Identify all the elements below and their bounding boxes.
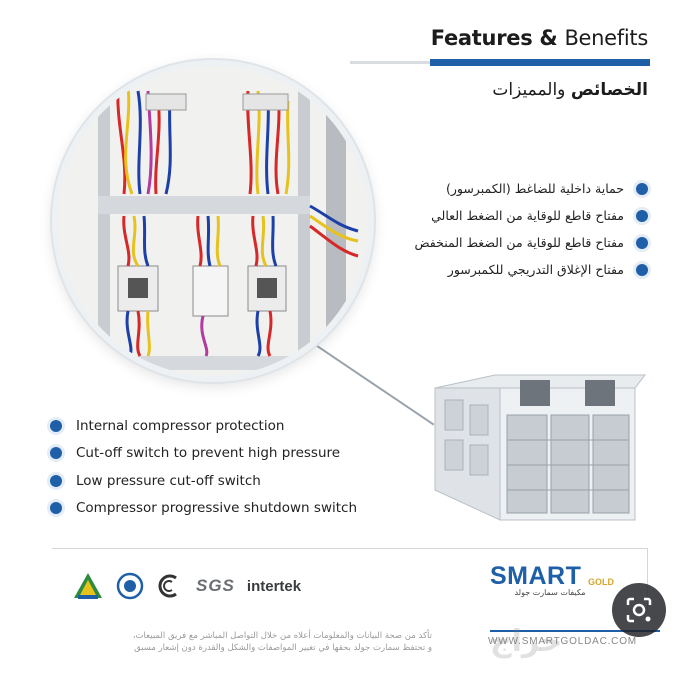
feature-text-en: Cut-off switch to prevent high pressure [76,445,341,462]
watermark-text: حراج [490,624,563,659]
feature-item-ar: حماية داخلية للضاغط (الكمبرسور) [318,175,648,202]
footer-panel [52,548,648,611]
bullet-icon [50,447,62,460]
bullet-icon [636,182,648,195]
title-underline-grey [350,61,430,64]
feature-item-en: Compressor progressive shutdown switch [50,495,380,523]
feature-item-ar: مفتاح قاطع للوقاية من الضغط المنخفض [318,229,648,256]
bullet-icon [50,474,62,487]
saso-icon [74,573,102,599]
intertek-logo: intertek [246,577,302,595]
c-mark-icon [158,574,177,598]
certification-logos: SGS intertek [72,568,313,604]
feature-item-ar: مفتاح قاطع للوقاية من الضغط العالي [318,202,648,229]
lens-icon [626,597,652,623]
title-arabic-bold: الخصائص [570,80,648,100]
tuv-icon [116,572,144,600]
electrical-panel-illustration [58,66,368,376]
feature-item-en: Cut-off switch to prevent high pressure [50,440,380,468]
features-list-arabic: حماية داخلية للضاغط (الكمبرسور) مفتاح قا… [318,175,648,283]
title-arabic: الخصائص والمميزات [492,80,648,100]
title-english: Features & Benefits [430,26,649,50]
feature-text-ar: مفتاح قاطع للوقاية من الضغط العالي [431,208,624,223]
feature-item-ar: مفتاح الإغلاق التدريجي للكمبرسور [318,256,648,283]
brand-name: SMART [490,562,582,590]
bullet-icon [636,263,648,276]
brand-suffix: GOLD [588,577,614,587]
disclaimer-line: و تحتفظ سمارت جولد بحقها في تغيير المواص… [134,643,432,653]
title-arabic-rest: والمميزات [492,80,566,100]
feature-item-en: Low pressure cut-off switch [50,467,380,495]
electrical-panel-image [52,60,374,382]
disclaimer-text: تأكد من صحة البيانات والمعلومات أعلاه من… [52,630,432,654]
website-url: WWW.SMARTGOLDAC.COM [488,636,637,647]
website-bar [490,630,660,632]
sgs-logo: SGS [196,576,235,595]
brand-tagline-ar: مكيفات سمارت جولد [514,588,586,597]
bullet-icon [50,419,62,432]
feature-text-en: Low pressure cut-off switch [76,472,261,489]
visual-search-button[interactable] [612,583,666,637]
feature-text-ar: مفتاح قاطع للوقاية من الضغط المنخفض [414,235,624,250]
bullet-icon [50,502,62,515]
feature-text-en: Internal compressor protection [76,417,285,434]
feature-text-ar: مفتاح الإغلاق التدريجي للكمبرسور [447,262,624,277]
bullet-icon [636,209,648,222]
title-english-light: Benefits [564,26,648,50]
feature-text-en: Compressor progressive shutdown switch [76,500,358,517]
title-underline-blue [430,59,650,66]
bullet-icon [636,236,648,249]
title-english-bold: Features & [430,26,558,50]
rooftop-ac-unit-image [434,374,647,521]
feature-item-en: Internal compressor protection [50,412,380,440]
smart-gold-logo: SMART GOLD مكيفات سمارت جولد [490,562,640,597]
feature-text-ar: حماية داخلية للضاغط (الكمبرسور) [445,181,624,196]
features-list-english: Internal compressor protection Cut-off s… [50,412,380,522]
disclaimer-line: تأكد من صحة البيانات والمعلومات أعلاه من… [132,631,432,641]
